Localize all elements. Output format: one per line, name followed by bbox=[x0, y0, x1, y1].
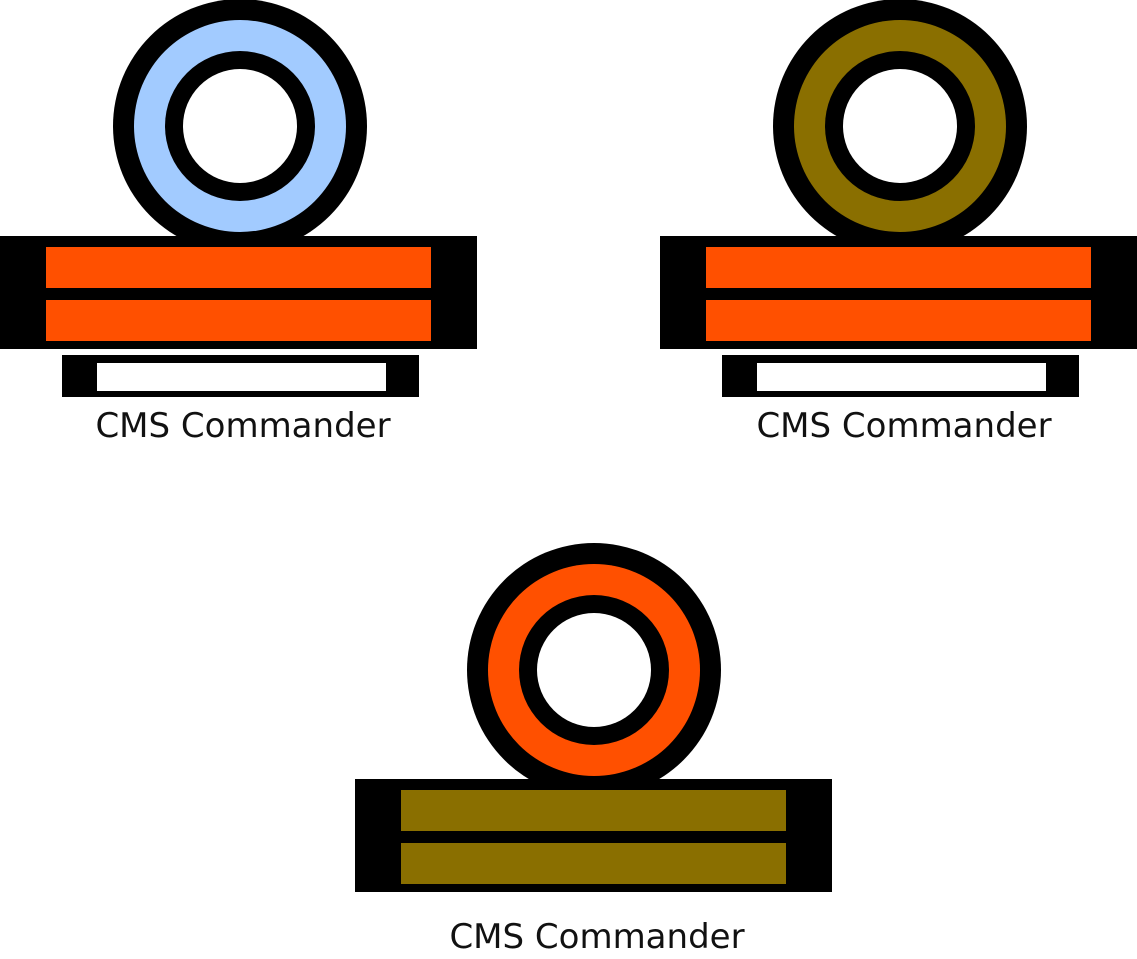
rank-stripe-lower bbox=[46, 300, 431, 341]
insignia-caption: CMS Commander bbox=[756, 406, 1052, 446]
rank-stripe-upper bbox=[706, 247, 1091, 288]
bottom-bar-inner bbox=[97, 363, 386, 391]
insignia-caption: CMS Commander bbox=[449, 917, 745, 957]
ring-center bbox=[537, 613, 651, 727]
rank-stripe-upper bbox=[46, 247, 431, 288]
rank-stripe-lower bbox=[401, 843, 786, 884]
rank-stripe-upper bbox=[401, 790, 786, 831]
insignia-caption: CMS Commander bbox=[95, 406, 391, 446]
ring-center bbox=[183, 69, 297, 183]
rank-stripe-lower bbox=[706, 300, 1091, 341]
bottom-bar-inner bbox=[757, 363, 1046, 391]
ring-center bbox=[843, 69, 957, 183]
